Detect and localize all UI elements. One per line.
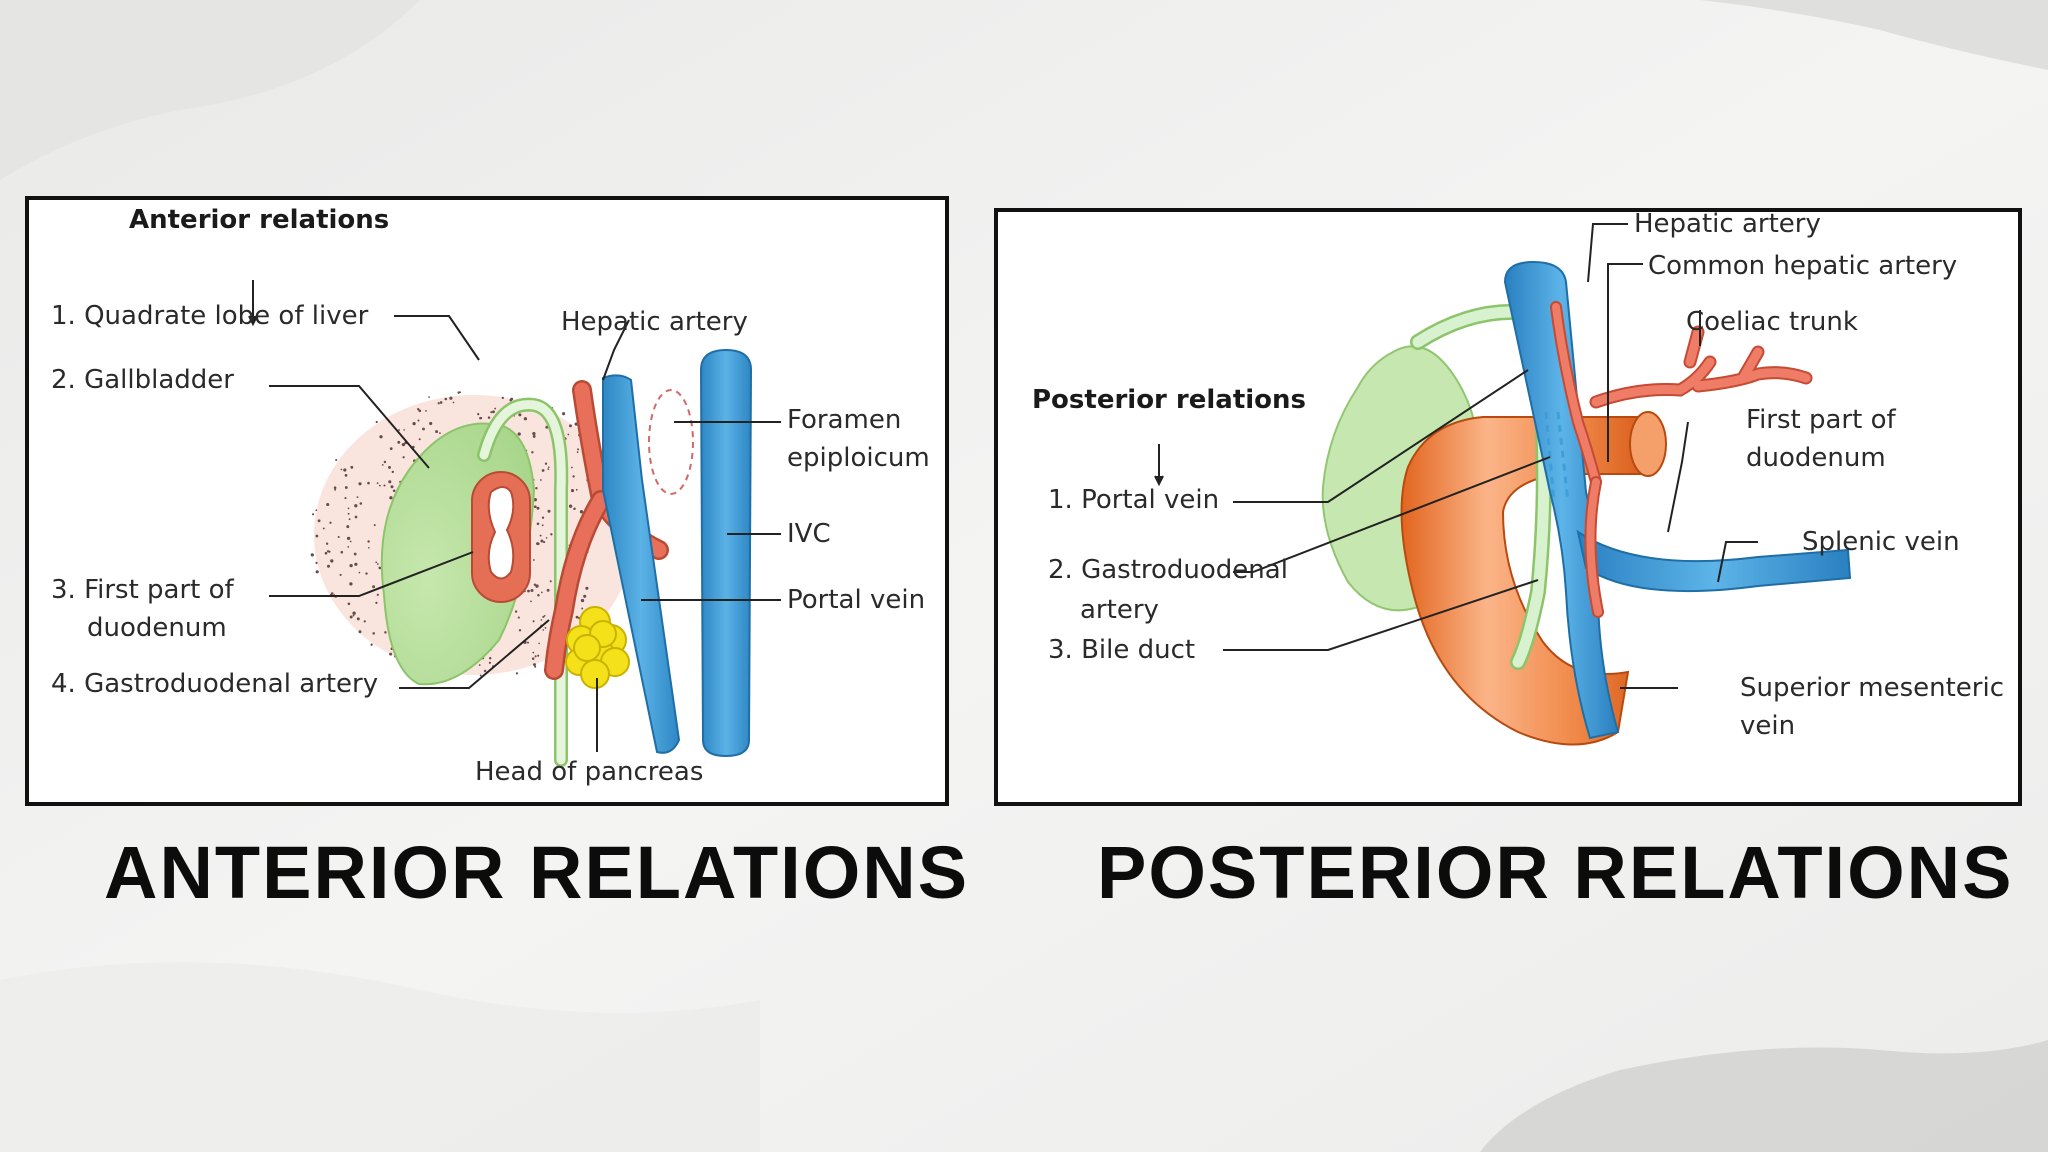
label-superior-mesenteric-vein: vein: [1740, 711, 1795, 741]
ivc-shape: [699, 348, 753, 758]
label-splenic-vein: Splenic vein: [1802, 527, 1960, 557]
posterior-diagram: Posterior relations 1. Portal vein 2. Ga…: [1032, 212, 2004, 746]
hepatic-artery-shape: [1550, 301, 1604, 618]
label-portal-vein: 1. Portal vein: [1048, 485, 1219, 515]
label-foramen: Foramen: [787, 405, 901, 435]
posterior-title: Posterior relations: [1032, 385, 1306, 415]
label-hepatic-artery: Hepatic artery: [1634, 212, 1821, 239]
posterior-leader-lines: [1154, 223, 1758, 689]
label-first-part-duodenum-2: duodenum: [87, 613, 227, 643]
anterior-title: Anterior relations: [129, 205, 389, 235]
portal-vein-shape: [1503, 260, 1852, 740]
foramen-epiploicum-outline: [648, 389, 694, 495]
label-gastroduodenal-artery: 4. Gastroduodenal artery: [51, 669, 378, 699]
label-coeliac-trunk: Coeliac trunk: [1686, 307, 1858, 337]
anterior-diagram: Anterior relations 1. Quadrate lobe of l…: [51, 205, 930, 787]
portal-vein-shape: [602, 374, 681, 754]
label-first-part: First part of: [1746, 405, 1896, 435]
label-ivc: IVC: [787, 519, 831, 549]
label-gallbladder: 2. Gallbladder: [51, 365, 234, 395]
head-of-pancreas-shape: [565, 606, 630, 689]
label-head-of-pancreas: Head of pancreas: [475, 757, 703, 787]
label-gastroduodenal-artery: artery: [1080, 595, 1159, 625]
label-quadrate-lobe: 1. Quadrate lobe of liver: [51, 301, 369, 331]
label-common-hepatic-artery: Common hepatic artery: [1648, 251, 1957, 281]
label-epiploicum: epiploicum: [787, 443, 930, 473]
label-hepatic-artery: Hepatic artery: [561, 307, 748, 337]
anterior-relations-caption: ANTERIOR RELATIONS: [104, 831, 970, 914]
anterior-relations-panel: Anterior relations 1. Quadrate lobe of l…: [25, 196, 949, 806]
duodenum-cross-section: [471, 471, 531, 603]
label-bile-duct: 3. Bile duct: [1048, 635, 1195, 665]
posterior-relations-panel: Posterior relations 1. Portal vein 2. Ga…: [994, 208, 2022, 806]
posterior-relations-caption: POSTERIOR RELATIONS: [1097, 831, 2014, 914]
label-first-part-duodenum: 3. First part of: [51, 575, 235, 605]
label-superior-mesenteric: Superior mesenteric: [1740, 673, 2004, 703]
duodenum-shape: [1400, 416, 1647, 746]
label-portal-vein: Portal vein: [787, 585, 925, 615]
anterior-leader-lines: [248, 280, 781, 752]
coeliac-trunk-shape: [1589, 325, 1813, 409]
label-gastroduodenal: 2. Gastroduodenal: [1048, 555, 1288, 585]
label-first-part-duodenum: duodenum: [1746, 443, 1886, 473]
